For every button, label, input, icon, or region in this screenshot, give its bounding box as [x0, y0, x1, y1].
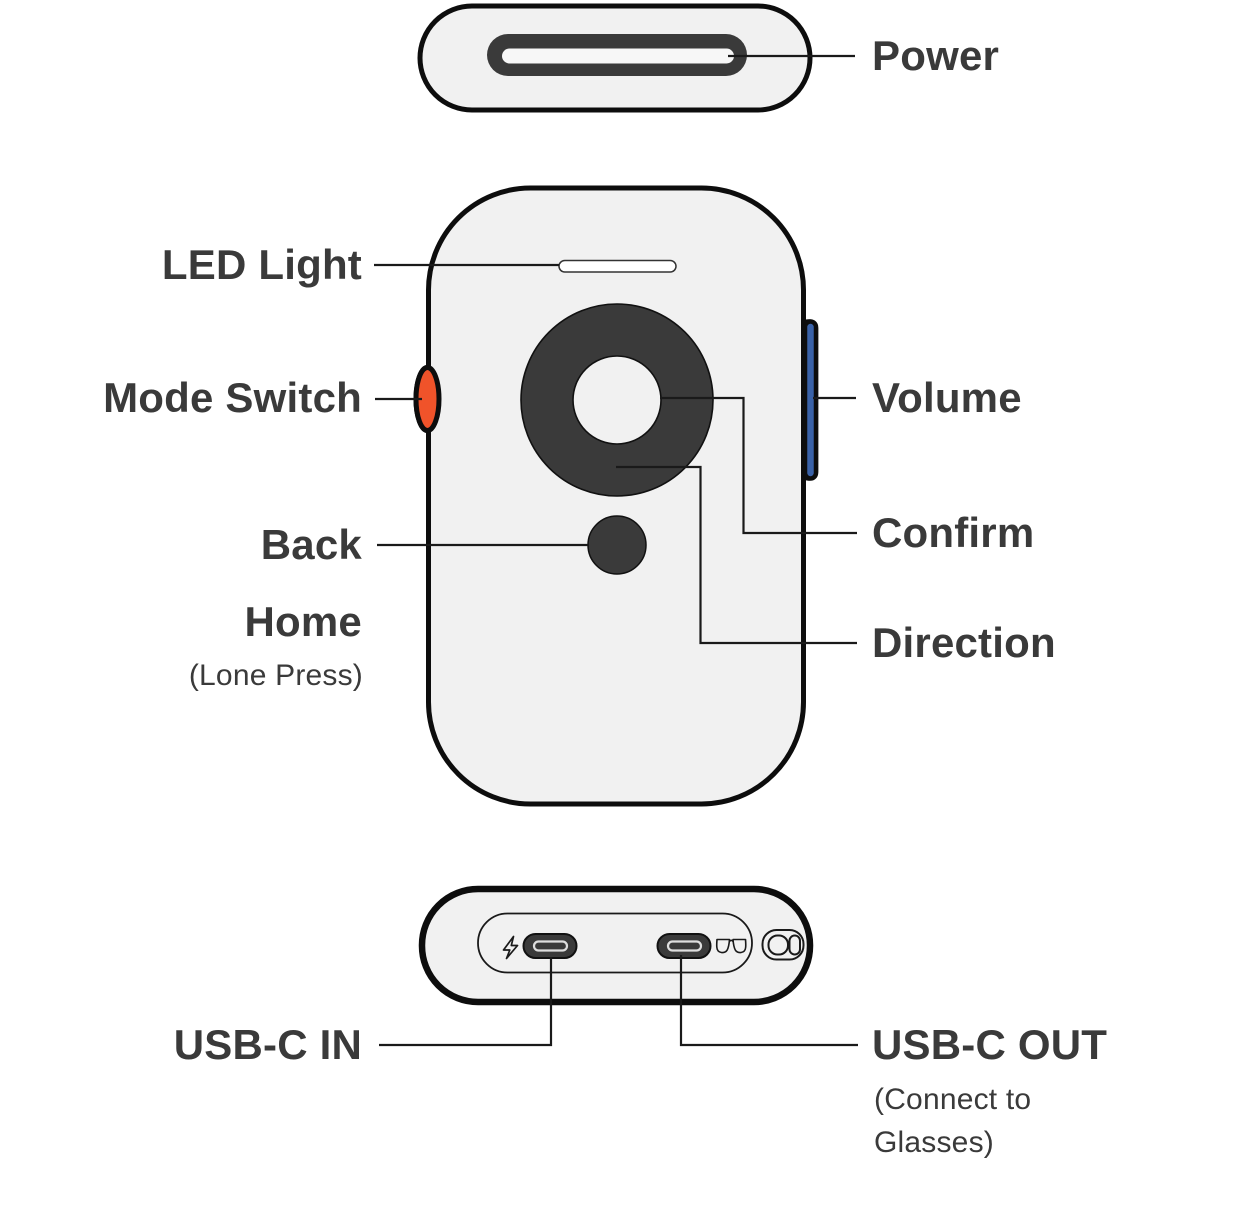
back-label: Back [260, 521, 362, 568]
glasses-icon [715, 938, 747, 954]
direction-pad-ring [521, 304, 713, 496]
usb-c-out-port [656, 933, 712, 959]
lightning-icon [502, 935, 519, 960]
confirm-label: Confirm [872, 509, 1035, 556]
usb-c-in-port-slot [532, 940, 569, 952]
bottom-view [379, 885, 858, 1047]
mode-switch-label: Mode Switch [103, 374, 362, 421]
power-button-slot [502, 48, 734, 64]
usb-c-out-sub-label-line1: (Connect to [874, 1083, 1032, 1116]
led-light-label: LED Light [161, 241, 362, 288]
power-label: Power [872, 32, 1000, 79]
direction-label: Direction [872, 619, 1056, 666]
direction-callout-line [616, 465, 857, 645]
main-view [374, 185, 857, 807]
volume-label: Volume [872, 374, 1022, 421]
volume-button-cap [802, 319, 819, 481]
home-sub-label: (Lone Press) [188, 659, 363, 692]
usb-c-out-port-slot [666, 940, 703, 952]
usb-c-out-label: USB-C OUT [872, 1021, 1108, 1068]
usb-c-out-sub-label-line2: Glasses) [874, 1126, 994, 1159]
back-home-button [587, 515, 647, 575]
port-recess-panel [477, 912, 753, 974]
dual-slot-icon [761, 929, 805, 961]
usb-c-in-port [522, 933, 578, 959]
usb-c-in-label: USB-C IN [173, 1021, 362, 1068]
direction-pad-outer-edge [520, 303, 714, 497]
home-label: Home [244, 598, 362, 645]
confirm-button-center [572, 355, 662, 445]
led-light-slit [558, 259, 677, 273]
usb-out-callout-line [679, 955, 858, 1047]
top-view [417, 3, 855, 113]
bottom-view-body [418, 885, 814, 1006]
confirm-callout-line [660, 396, 857, 535]
usb-in-callout-line [379, 957, 553, 1047]
